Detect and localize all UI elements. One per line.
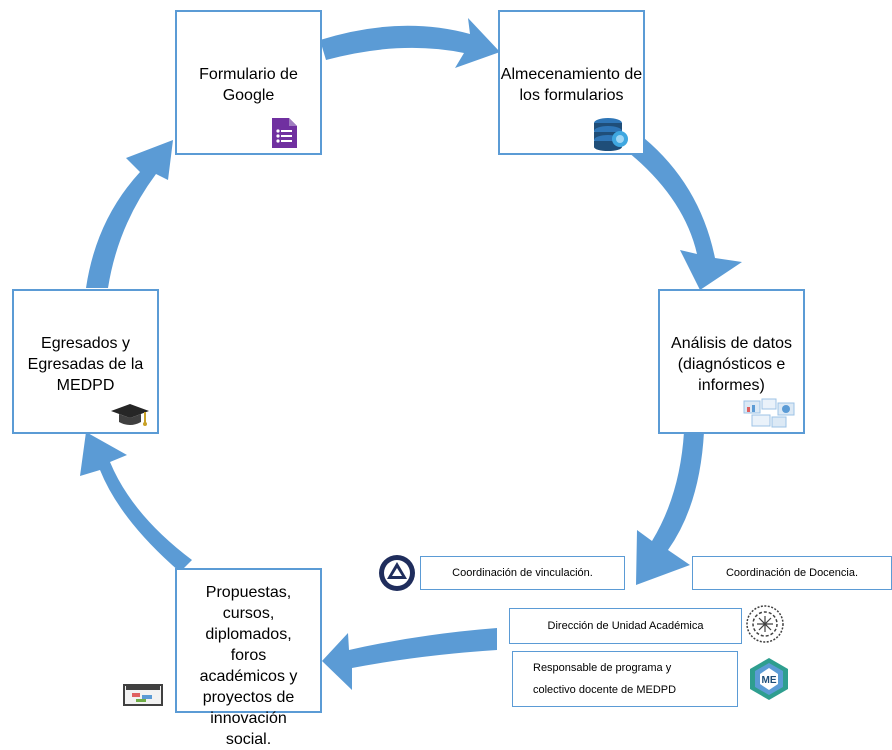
stakeholder-label: Coordinación de vinculación. — [452, 567, 593, 579]
medpd-logo-text: ME — [762, 675, 777, 686]
node-analysis: Análisis de datos (diagnósticos e inform… — [658, 289, 805, 434]
node-storage: Almecenamiento de los formularios — [498, 10, 645, 155]
node-label: Propuestas, cursos, diplomados, foros ac… — [199, 584, 298, 748]
box-coordinacion-docencia: Coordinación de Docencia. — [692, 556, 892, 590]
box-coordinacion-vinculacion: Coordinación de vinculación. — [420, 556, 625, 590]
arrow-storage-to-analysis — [628, 138, 742, 290]
cycle-arrows — [80, 18, 742, 690]
vinculacion-logo-icon — [379, 555, 415, 591]
report-icon — [743, 398, 795, 428]
node-label: Análisis de datos (diagnósticos e inform… — [671, 335, 792, 394]
medpd-logo-icon: ME — [750, 658, 788, 700]
node-proposals: Propuestas, cursos, diplomados, foros ac… — [175, 568, 322, 748]
arrow-to-proposals — [322, 628, 497, 690]
database-icon — [594, 118, 628, 151]
arrow-analysis-to-coordination — [636, 432, 704, 585]
stakeholder-label-line1: Responsable de programa y — [533, 662, 672, 674]
box-direccion-unidad: Dirección de Unidad Académica — [509, 608, 742, 644]
node-label: Formulario de Google — [199, 66, 298, 104]
node-graduates: Egresados y Egresadas de la MEDPD — [12, 289, 159, 434]
stakeholder-label: Dirección de Unidad Académica — [547, 620, 704, 632]
arrow-form-to-storage — [320, 18, 500, 68]
box-responsable-programa: Responsable de programa y colectivo doce… — [512, 651, 738, 707]
graduation-cap-icon — [111, 404, 149, 426]
arrow-graduates-to-form — [86, 140, 173, 288]
node-google-form: Formulario de Google — [175, 10, 322, 155]
stakeholder-label-line2: colectivo docente de MEDPD — [533, 684, 677, 696]
node-label: Almecenamiento de los formularios — [500, 66, 643, 104]
stakeholder-label: Coordinación de Docencia. — [725, 567, 859, 579]
unidad-academica-logo-icon — [746, 605, 784, 643]
arrow-proposals-to-graduates — [80, 432, 192, 572]
node-label: Egresados y Egresadas de la MEDPD — [27, 335, 144, 394]
presentation-icon — [123, 684, 163, 706]
google-forms-icon — [272, 118, 297, 148]
